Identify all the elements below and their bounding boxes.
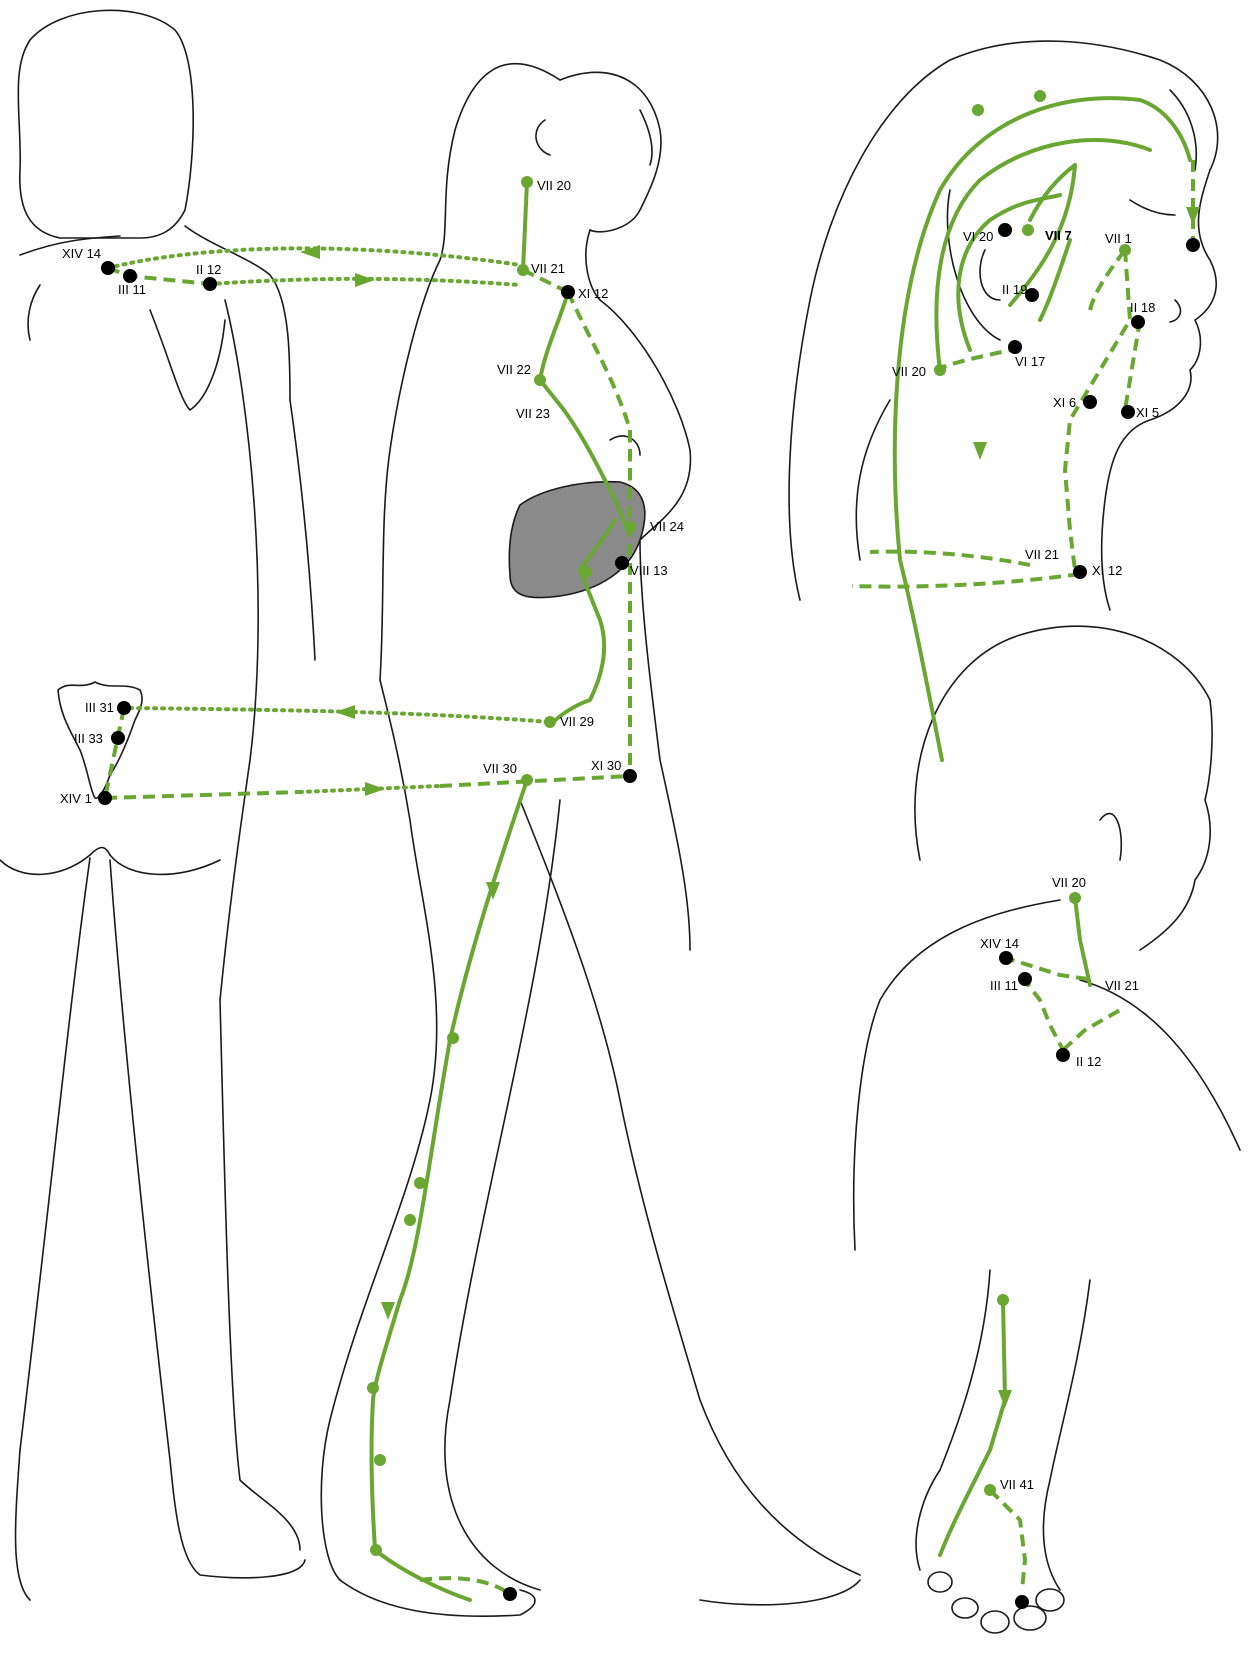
label-xiv14-shoulder: XIV 14 [980, 936, 1019, 951]
meridian-lines [105, 98, 1193, 1600]
label-viii13: VIII 13 [630, 563, 668, 578]
label-vii20-body: VII 20 [537, 178, 571, 193]
label-xi12-head: XI 12 [1092, 563, 1122, 578]
label-iii11-back: III 11 [118, 282, 146, 297]
meridian-arrows [300, 207, 1200, 1408]
label-vii22: VII 22 [497, 362, 531, 377]
point-labels: XIV 14 III 11 II 12 VII 20 VII 21 XI 12 … [60, 178, 1159, 1492]
label-vii30: VII 30 [483, 761, 517, 776]
label-vii21-shoulder: VII 21 [1105, 978, 1139, 993]
label-vi20-head: VI 20 [963, 229, 993, 244]
label-iii31: III 31 [85, 700, 114, 715]
label-ii12-shoulder: II 12 [1076, 1054, 1101, 1069]
label-xi5-head: XI 5 [1136, 405, 1159, 420]
label-vii1-head: VII 1 [1105, 231, 1132, 246]
label-iii33: III 33 [74, 731, 103, 746]
green-points [367, 90, 1131, 1556]
label-iii11-shoulder: III 11 [990, 978, 1018, 993]
label-vii21-head: VII 21 [1025, 547, 1059, 562]
label-vii41-foot: VII 41 [1000, 1477, 1034, 1492]
label-xi12-body: XI 12 [578, 286, 608, 301]
label-ii18-head: II 18 [1130, 300, 1155, 315]
label-ii19-head: II 19 [1002, 282, 1027, 297]
label-vii24: VII 24 [650, 519, 684, 534]
label-vii29: VII 29 [560, 714, 594, 729]
label-vi17-head: VI 17 [1015, 354, 1045, 369]
label-vii7-head: VII 7 [1045, 228, 1072, 243]
label-vii23: VII 23 [516, 406, 550, 421]
label-vii20-shoulder: VII 20 [1052, 875, 1086, 890]
label-xiv1: XIV 1 [60, 791, 92, 806]
label-xi30: XI 30 [591, 758, 621, 773]
shoulder-view-figure [854, 626, 1240, 1250]
liver-organ [509, 482, 645, 598]
black-points [98, 223, 1200, 1609]
label-xiv14-back: XIV 14 [62, 246, 101, 261]
label-xi6-head: XI 6 [1053, 395, 1076, 410]
label-vii20-head: VII 20 [892, 364, 926, 379]
label-vii21-body: VII 21 [531, 261, 565, 276]
label-ii12-back: II 12 [196, 262, 221, 277]
